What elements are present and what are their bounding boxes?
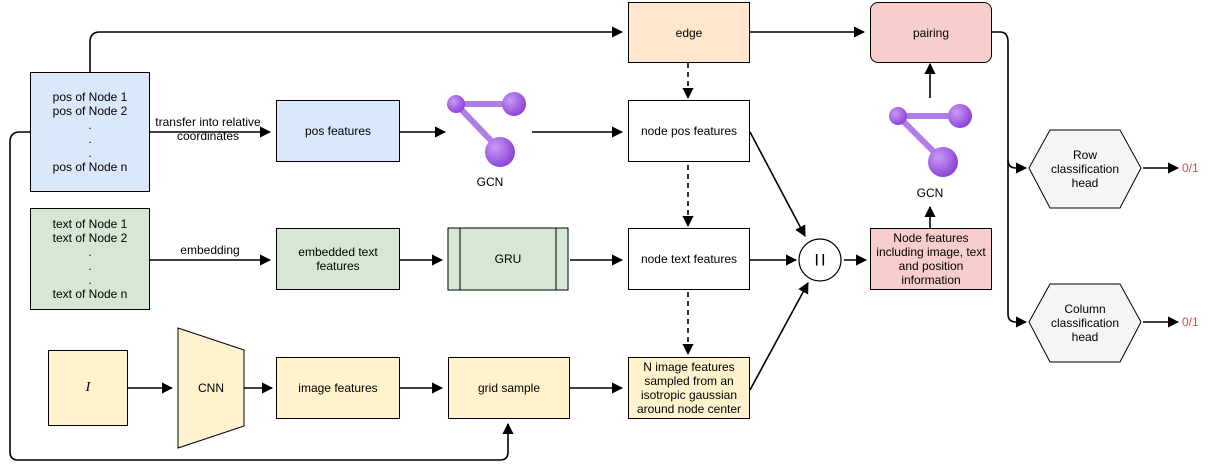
n-image-features-box: N image features sampled from an isotrop… bbox=[628, 357, 750, 419]
embedded-text-features-label: embedded text features bbox=[298, 245, 378, 273]
embedded-text-features-box: embedded text features bbox=[276, 228, 400, 290]
n-image-features-label: N image features sampled from an isotrop… bbox=[636, 360, 742, 416]
gcn-1-label: GCN bbox=[476, 175, 504, 189]
column-output-label: 0/1 bbox=[1182, 315, 1199, 329]
gcn-2-label: GCN bbox=[916, 186, 944, 200]
edge-label: edge bbox=[675, 25, 703, 40]
image-features-label: image features bbox=[298, 381, 378, 395]
node-text-features-box: node text features bbox=[628, 228, 750, 290]
row-head-shape bbox=[1028, 129, 1142, 209]
cnn-label: CNN bbox=[198, 381, 224, 395]
pos-features-label: pos features bbox=[304, 124, 372, 138]
gru-shape bbox=[447, 227, 569, 291]
node-features-combined-label: Node features including image, text and … bbox=[876, 231, 986, 287]
node-text-features-label: node text features bbox=[640, 252, 738, 266]
graph-network-icon bbox=[447, 92, 526, 167]
arrow-nodepos-to-concat bbox=[749, 131, 806, 237]
column-head-label: Column classification head bbox=[1050, 302, 1120, 344]
node-pos-features-label: node pos features bbox=[640, 124, 738, 138]
transfer-label: transfer into relative coordinates bbox=[155, 115, 261, 143]
text-input-label: text of Node 1 text of Node 2 . . . text… bbox=[52, 217, 128, 301]
node-features-combined-box: Node features including image, text and … bbox=[870, 228, 992, 290]
pos-input-label: pos of Node 1 pos of Node 2 . . . pos of… bbox=[52, 90, 128, 174]
grid-sample-box: grid sample bbox=[448, 357, 570, 419]
arrow-nimage-to-concat bbox=[749, 282, 809, 391]
column-head-shape bbox=[1028, 283, 1142, 363]
grid-sample-label: grid sample bbox=[477, 381, 541, 395]
concat-symbol: | | bbox=[814, 252, 826, 266]
pairing-label: pairing bbox=[912, 25, 950, 40]
row-head-label: Row classification head bbox=[1050, 148, 1120, 190]
graph-network-icon bbox=[889, 104, 972, 177]
node-pos-features-box: node pos features bbox=[628, 100, 750, 162]
row-output-label: 0/1 bbox=[1182, 161, 1199, 175]
pairing-box: pairing bbox=[870, 2, 992, 63]
cnn-shape bbox=[177, 327, 245, 449]
arrow-pos-to-edge bbox=[89, 26, 624, 72]
concat-circle bbox=[798, 238, 842, 282]
embedding-label: embedding bbox=[180, 243, 240, 257]
edge-box: edge bbox=[628, 2, 750, 63]
arrow-pos-to-gridsample bbox=[9, 131, 514, 461]
text-input-box: text of Node 1 text of Node 2 . . . text… bbox=[30, 208, 150, 310]
image-input-label: I bbox=[85, 380, 91, 395]
gru-label: GRU bbox=[494, 252, 522, 266]
pos-input-box: pos of Node 1 pos of Node 2 . . . pos of… bbox=[30, 72, 150, 192]
arrow-pairing-to-rowhead bbox=[992, 31, 1028, 174]
image-features-box: image features bbox=[276, 357, 400, 419]
arrow-pairing-to-columnhead bbox=[1007, 160, 1028, 328]
pos-features-box: pos features bbox=[276, 100, 400, 162]
image-input-box: I bbox=[48, 350, 128, 426]
